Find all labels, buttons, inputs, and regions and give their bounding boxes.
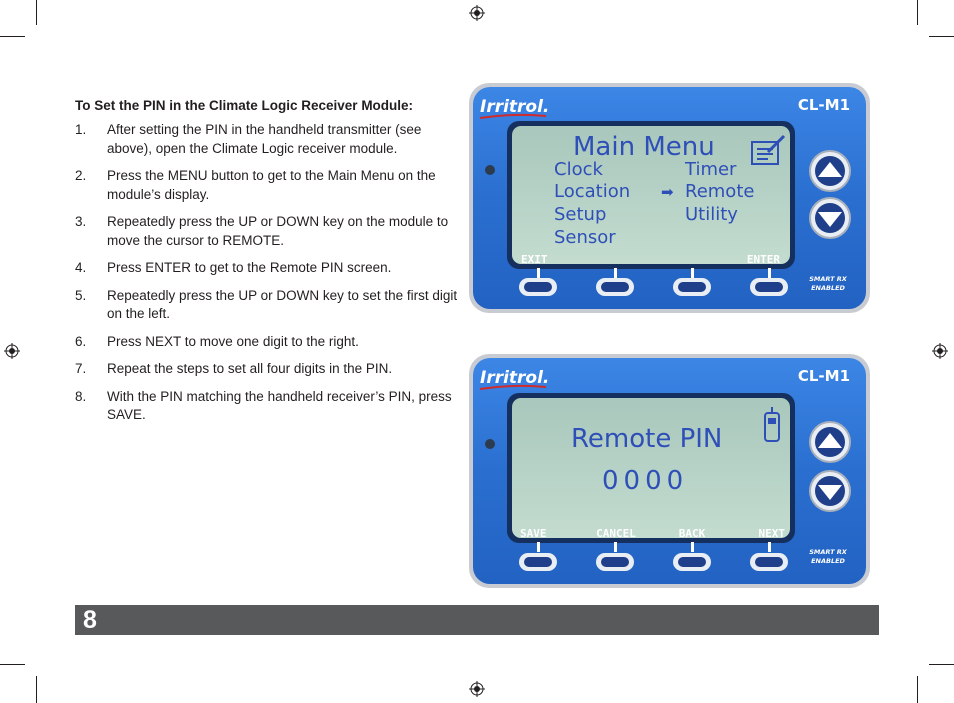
step-number: 4. xyxy=(75,260,87,275)
list-item: 8. With the PIN matching the handheld rec… xyxy=(75,388,460,425)
step-text: After setting the PIN in the handheld tr… xyxy=(107,122,422,156)
softkey-label-exit: EXIT xyxy=(521,253,548,266)
softkey-label-next: NEXT xyxy=(759,527,786,540)
list-item: 2. Press the MENU button to get to the Ma… xyxy=(75,167,460,204)
step-number: 2. xyxy=(75,168,87,183)
crop-mark xyxy=(36,676,37,703)
step-text: Press NEXT to move one digit to the righ… xyxy=(107,333,359,349)
arrow-down-icon xyxy=(818,212,842,227)
list-item: 6. Press NEXT to move one digit to the ri… xyxy=(75,333,460,352)
device-remote-pin-image: Irritrol. CL-M1 Remote PIN 0000 SAVE CAN… xyxy=(468,353,871,589)
pin-value: 0000 xyxy=(602,466,688,496)
lcd-screen xyxy=(512,126,790,264)
menu-item-setup: Setup xyxy=(554,204,606,225)
save-button[interactable] xyxy=(519,553,557,571)
step-text: Repeatedly press the UP or DOWN key to s… xyxy=(107,287,458,322)
arrow-down-icon xyxy=(818,485,842,500)
status-led-icon xyxy=(485,439,495,449)
brand-logo: Irritrol. xyxy=(480,97,549,117)
menu-icon xyxy=(751,134,786,165)
status-led-icon xyxy=(485,165,495,175)
crop-mark xyxy=(917,0,918,25)
softkey-label-enter: ENTER xyxy=(747,253,780,266)
cancel-button[interactable] xyxy=(596,553,634,571)
cursor-arrow-icon: ➡ xyxy=(661,183,674,201)
step-text: Press ENTER to get to the Remote PIN scr… xyxy=(107,260,392,275)
menu-item-sensor: Sensor xyxy=(554,227,616,248)
up-button[interactable] xyxy=(809,150,851,192)
screen-title: Remote PIN xyxy=(571,424,722,454)
step-text: Press the MENU button to get to the Main… xyxy=(107,168,436,202)
step-text: Repeatedly press the UP or DOWN key on t… xyxy=(107,214,449,248)
down-button[interactable] xyxy=(809,197,851,239)
remote-handset-icon xyxy=(764,407,780,442)
up-button[interactable] xyxy=(809,421,851,463)
menu-item-remote: Remote xyxy=(685,181,754,202)
model-label: CL-M1 xyxy=(798,367,850,385)
badge-enabled: ENABLED xyxy=(811,284,845,292)
softkey-button-1[interactable] xyxy=(519,278,557,296)
crop-mark xyxy=(0,36,25,37)
list-item: 5. Repeatedly press the UP or DOWN key to… xyxy=(75,287,460,324)
step-number: 7. xyxy=(75,361,87,376)
registration-mark-icon xyxy=(469,681,485,697)
screen-title: Main Menu xyxy=(573,132,715,162)
list-item: 4. Press ENTER to get to the Remote PIN s… xyxy=(75,259,460,278)
step-number: 6. xyxy=(75,333,87,349)
softkey-label-save: SAVE xyxy=(520,527,547,540)
step-number: 5. xyxy=(75,287,87,303)
down-button[interactable] xyxy=(809,470,851,512)
section-heading: To Set the PIN in the Climate Logic Rece… xyxy=(75,98,414,113)
softkey-label-back: BACK xyxy=(679,527,706,540)
badge-smart-rx: SMART RX xyxy=(809,275,848,283)
list-item: 1. After setting the PIN in the handheld … xyxy=(75,121,460,158)
softkey-button-2[interactable] xyxy=(596,278,634,296)
footer-bar: 8 xyxy=(75,605,879,635)
softkey-label-cancel: CANCEL xyxy=(596,527,636,540)
menu-item-utility: Utility xyxy=(685,204,738,225)
brand-logo: Irritrol. xyxy=(480,368,549,388)
registration-mark-icon xyxy=(469,5,485,21)
registration-mark-icon xyxy=(932,343,948,359)
lcd-screen xyxy=(512,398,790,538)
list-item: 3. Repeatedly press the UP or DOWN key on… xyxy=(75,213,460,250)
next-button[interactable] xyxy=(750,553,788,571)
device-main-menu-image: Irritrol. CL-M1 Main Menu Clock Location… xyxy=(468,82,871,314)
arrow-up-icon xyxy=(818,162,842,177)
step-number: 1. xyxy=(75,122,87,137)
menu-item-location: Location xyxy=(554,181,630,202)
back-button[interactable] xyxy=(673,553,711,571)
menu-item-timer: Timer xyxy=(684,159,737,180)
softkey-button-4[interactable] xyxy=(750,278,788,296)
crop-mark xyxy=(36,0,37,25)
step-number: 8. xyxy=(75,388,87,404)
badge-smart-rx: SMART RX xyxy=(809,548,848,556)
crop-mark xyxy=(929,36,954,37)
crop-mark xyxy=(0,664,25,665)
crop-mark xyxy=(929,664,954,665)
step-text: Repeat the steps to set all four digits … xyxy=(107,361,393,376)
crop-mark xyxy=(917,676,918,703)
model-label: CL-M1 xyxy=(798,96,850,114)
registration-mark-icon xyxy=(4,343,20,359)
list-item: 7. Repeat the steps to set all four digit… xyxy=(75,360,460,379)
arrow-up-icon xyxy=(818,433,842,448)
steps-list: 1. After setting the PIN in the handheld … xyxy=(75,121,460,434)
softkey-button-3[interactable] xyxy=(673,278,711,296)
step-text: With the PIN matching the handheld recei… xyxy=(107,388,452,423)
menu-item-clock: Clock xyxy=(554,159,603,180)
badge-enabled: ENABLED xyxy=(811,557,845,565)
step-number: 3. xyxy=(75,214,87,229)
page-number: 8 xyxy=(83,606,97,634)
